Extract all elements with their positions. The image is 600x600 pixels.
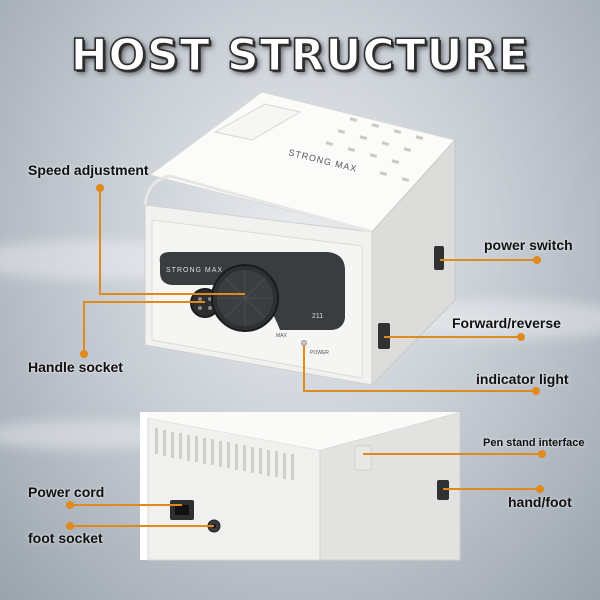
hand-foot-switch [437, 480, 449, 500]
callout-dot [536, 485, 544, 493]
callout-line [99, 188, 101, 294]
back-vents [155, 428, 294, 480]
top-vents [325, 117, 424, 182]
label-speed-adjustment: Speed adjustment [28, 162, 149, 178]
brand-front-text: STRONG MAX [166, 267, 223, 274]
power-switch-part [434, 246, 444, 270]
callout-dot [80, 350, 88, 358]
callout-line [83, 301, 85, 354]
power-mark: POWER [310, 350, 329, 356]
callout-line [363, 453, 541, 455]
callout-line [303, 345, 305, 391]
callout-line [440, 259, 536, 261]
callout-line [99, 293, 245, 295]
max-mark: MAX [276, 333, 288, 339]
label-hand-foot: hand/foot [508, 494, 572, 510]
page-title: HOST STRUCTURE [70, 29, 530, 82]
label-indicator-light: indicator light [476, 371, 569, 387]
label-handle-socket: Handle socket [28, 359, 123, 375]
callout-dot [532, 387, 540, 395]
callout-dot [538, 450, 546, 458]
callout-dot [517, 333, 525, 341]
label-pen-stand-interface: Pen stand interface [483, 437, 585, 449]
callout-line [443, 488, 539, 490]
callout-line [83, 301, 205, 303]
host-unit-top: STRONG MAX STRONG MAX 211 MAX POWER [143, 91, 456, 387]
label-foot-socket: foot socket [28, 530, 103, 546]
label-power-cord: Power cord [28, 484, 105, 500]
model-text: 211 [312, 313, 323, 320]
callout-dot [533, 256, 541, 264]
label-forward-reverse: Forward/reverse [452, 315, 561, 331]
callout-line [70, 525, 214, 527]
callout-line [384, 336, 520, 338]
label-power-switch: power switch [484, 237, 573, 253]
host-unit-bottom [140, 411, 461, 561]
callout-line [70, 504, 182, 506]
callout-line [303, 390, 535, 392]
